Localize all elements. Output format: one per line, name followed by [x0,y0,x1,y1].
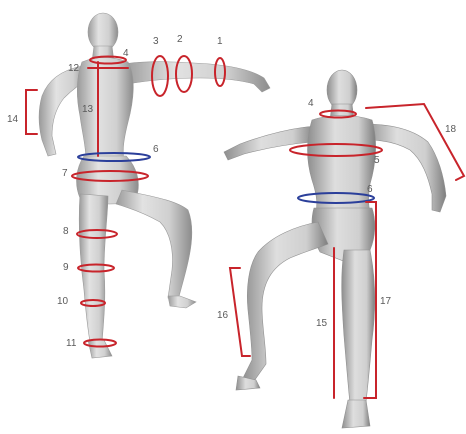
label-9: 9 [63,262,69,273]
back-figure-raised-leg [116,190,192,300]
label-18: 18 [445,124,457,135]
label-11: 11 [66,338,77,349]
label-13: 13 [82,104,94,115]
label-6-back: 6 [153,144,159,155]
label-12: 12 [68,63,80,74]
label-7: 7 [62,168,68,179]
front-figure-right-arm [364,124,446,212]
label-6-front: 6 [367,184,373,195]
measure-bracket-16 [230,268,250,356]
label-15: 15 [316,318,328,329]
label-8: 8 [63,226,69,237]
label-2: 2 [177,34,183,45]
label-14: 14 [7,114,19,125]
back-figure-raised-foot [168,296,196,308]
front-figure-torso [308,116,376,213]
front-figure-raised-leg [242,222,328,384]
label-17: 17 [380,296,392,307]
front-figure-standing-leg [342,250,375,404]
label-10: 10 [57,296,69,307]
label-4-front: 4 [308,98,314,109]
label-3: 3 [153,36,159,47]
back-figure-right-arm [124,62,270,92]
label-5: 5 [374,155,380,166]
back-figure-standing-leg [79,194,108,342]
back-figure-head [88,13,118,51]
label-4-back: 4 [123,48,129,59]
label-16: 16 [217,310,229,321]
measure-bracket-14 [26,90,37,134]
back-figure-foot [88,340,112,358]
front-figure-foot-standing [342,400,370,428]
label-1: 1 [217,36,223,47]
